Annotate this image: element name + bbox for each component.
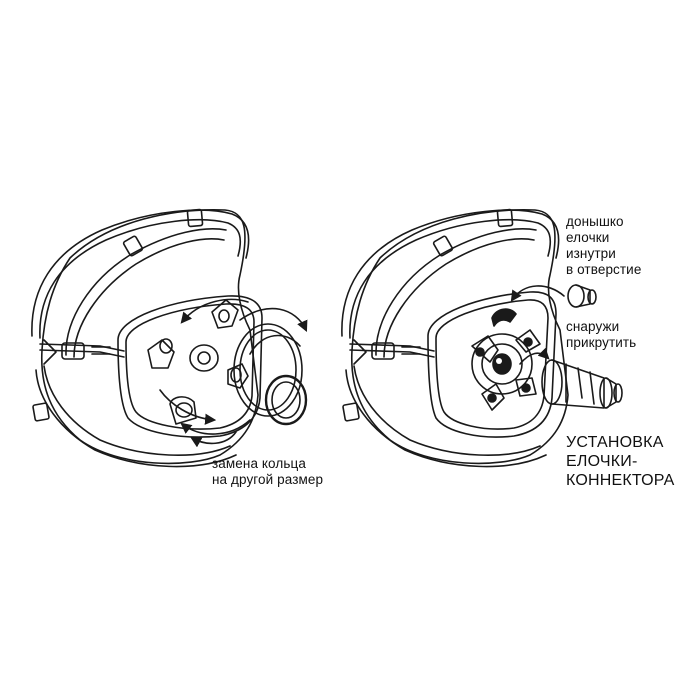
label-connector-bottom: донышко елочки изнутри в отверстие bbox=[566, 214, 642, 277]
label-screw-outside: снаружи прикрутить bbox=[566, 319, 637, 350]
harness-left-illustration bbox=[32, 209, 308, 466]
label-installation-title: УСТАНОВКА ЕЛОЧКИ- КОННЕКТОРА bbox=[566, 434, 675, 489]
label-ring-replace: замена кольца на другой размер bbox=[212, 456, 324, 487]
connector-plug bbox=[542, 360, 622, 408]
connector-bottom-piece bbox=[568, 285, 596, 307]
harness-right-illustration bbox=[342, 209, 622, 466]
